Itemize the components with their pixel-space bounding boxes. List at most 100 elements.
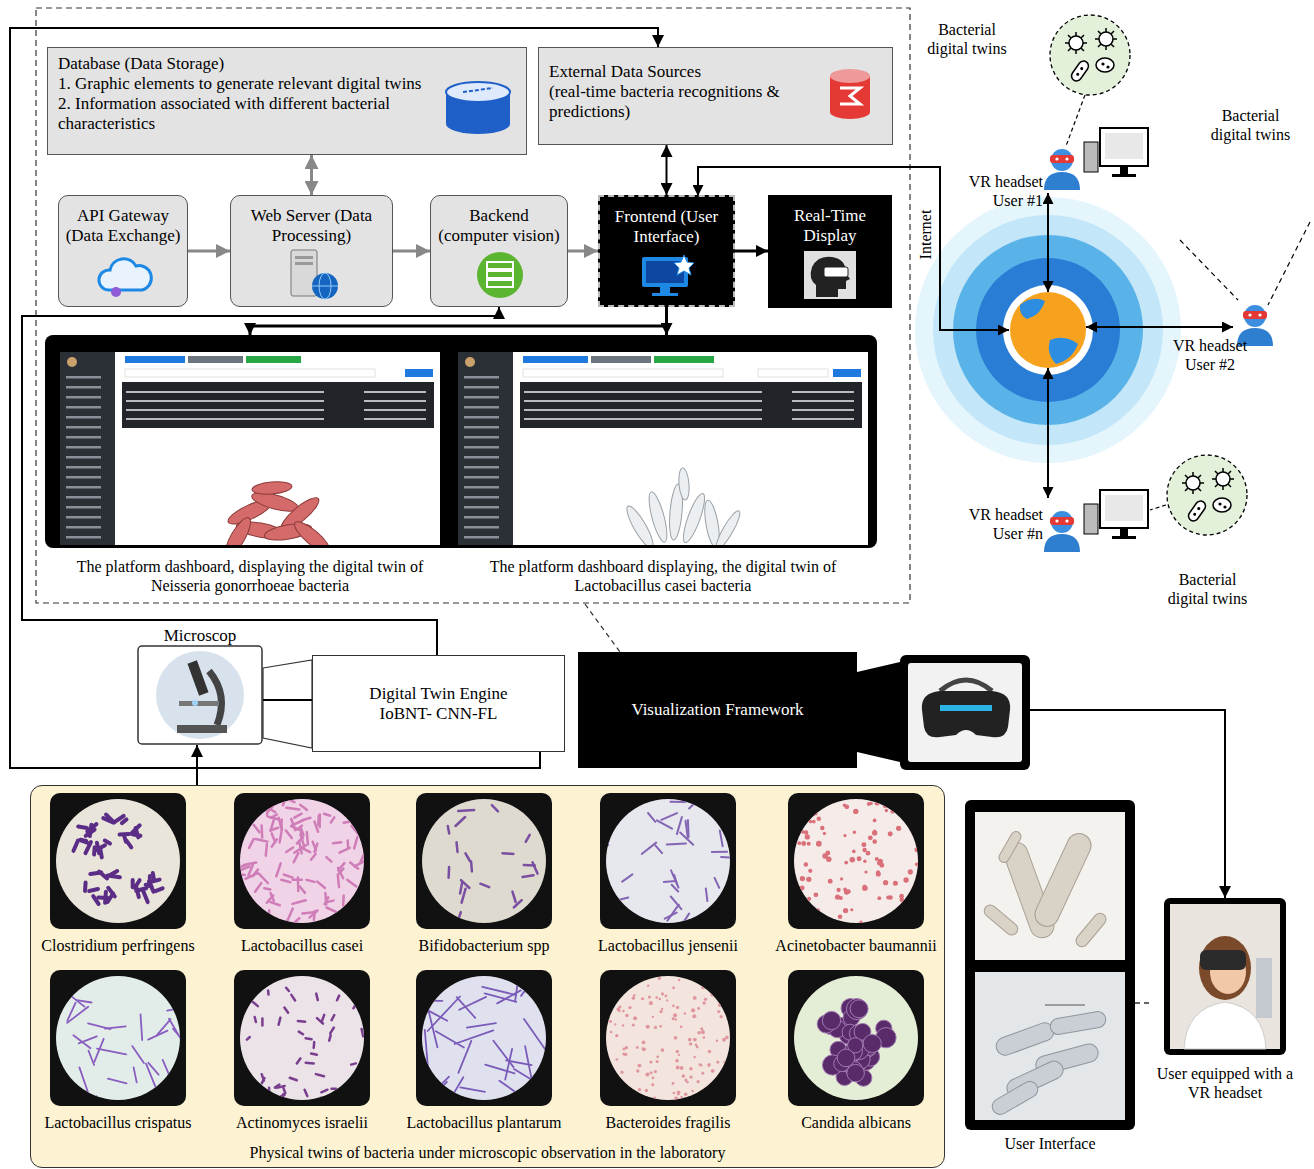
dashboard-screen-part xyxy=(60,374,115,545)
dashboard-screen-part xyxy=(520,382,862,428)
dashboard-screen-part xyxy=(623,468,744,545)
connector xyxy=(250,307,667,335)
micrograph-part xyxy=(701,1031,704,1034)
micrograph-part xyxy=(534,903,536,916)
micrograph-part xyxy=(173,1029,184,1042)
micrograph-part xyxy=(682,1074,686,1078)
micrograph-part xyxy=(794,976,918,1100)
micrograph-part xyxy=(622,1010,625,1013)
dashboard-screen-part xyxy=(524,385,854,425)
micrograph-part xyxy=(890,801,893,804)
dashboard-screen-part xyxy=(252,480,293,495)
micrograph-part xyxy=(356,908,363,914)
dashboard-screenshot: The platform dashboard displaying, the d… xyxy=(458,335,868,601)
micrograph-part xyxy=(325,897,329,904)
micrograph-part xyxy=(678,979,681,982)
micrograph-part xyxy=(237,887,245,898)
micrograph-part xyxy=(664,880,676,883)
micrograph-part xyxy=(620,1071,623,1074)
node-text: (real-time bacteria recognitions & predi… xyxy=(549,82,807,122)
micrograph-part xyxy=(347,880,356,887)
micrograph-part xyxy=(677,1093,679,1095)
micrograph-part xyxy=(863,859,866,862)
micrograph-part xyxy=(794,822,798,826)
dashboard-screen-part xyxy=(465,357,475,367)
micrograph-part xyxy=(456,817,466,826)
micrograph-part xyxy=(297,878,300,891)
micrograph-part xyxy=(284,1008,288,1013)
micrograph-part xyxy=(659,1025,662,1028)
micrograph-part xyxy=(515,970,521,1001)
display-box: Real-Time Display xyxy=(768,195,892,308)
api-gateway-box: API Gateway (Data Exchange) xyxy=(58,195,188,307)
microscope-picture-part xyxy=(138,646,262,744)
micrograph-part xyxy=(327,908,337,913)
micrograph-part xyxy=(850,857,856,863)
database-icon-part xyxy=(446,114,510,134)
vr-user-picture-part xyxy=(1170,904,1280,1049)
ui-screens-part xyxy=(1031,830,1095,931)
micrograph-part xyxy=(649,1001,653,1005)
dashboard-screen-part xyxy=(125,356,185,363)
micrograph-part xyxy=(697,1031,701,1035)
micrograph-part xyxy=(238,867,249,872)
microscope: Microscop xyxy=(137,626,263,745)
micrograph-part xyxy=(798,906,803,911)
micrograph-part xyxy=(901,909,905,913)
micrograph-part xyxy=(110,871,118,875)
node-text: The platform dashboard, displaying the d… xyxy=(70,557,430,595)
micrograph-part xyxy=(439,1077,463,1106)
micrograph-part xyxy=(521,970,543,996)
micrograph-part xyxy=(656,1060,659,1063)
micrograph-part xyxy=(675,1059,679,1063)
micrograph-part xyxy=(271,819,275,831)
micrograph-part xyxy=(625,1014,628,1017)
micrograph-part xyxy=(312,1042,315,1048)
network-rings-part xyxy=(1003,285,1093,375)
micrograph-part xyxy=(492,805,498,811)
micrograph-part xyxy=(332,1015,335,1020)
vr-user-picture-part xyxy=(1200,950,1246,970)
micrograph-part xyxy=(614,1023,616,1025)
annotation-label: VR headset User #2 xyxy=(1165,336,1255,374)
micrograph-part xyxy=(352,826,361,836)
micrograph-part xyxy=(800,876,805,881)
micrograph-part xyxy=(725,1036,729,1040)
micrograph-part xyxy=(122,819,127,823)
micrograph-part xyxy=(709,1085,712,1088)
micrograph-part xyxy=(862,848,866,852)
micrograph-part xyxy=(689,1042,692,1045)
ui-screens-part xyxy=(982,830,1109,950)
micrograph-part xyxy=(817,817,822,822)
micrograph-part xyxy=(618,1005,621,1008)
micrograph-part xyxy=(642,1047,646,1051)
vr-headset-art xyxy=(900,655,1030,770)
node-text: Backend (computer vision) xyxy=(435,206,563,246)
micrograph-part xyxy=(632,996,636,1000)
dashboard-screen-part xyxy=(221,514,255,545)
micrograph xyxy=(788,970,924,1106)
micrograph-part xyxy=(633,994,636,997)
micrograph-part xyxy=(268,1088,271,1093)
micrograph-part xyxy=(353,1002,357,1008)
micrograph-part xyxy=(725,1002,728,1005)
micrograph-part xyxy=(637,1064,641,1068)
annotation-label: Internet xyxy=(916,200,935,270)
micrograph-part xyxy=(436,1031,464,1047)
micrograph-part xyxy=(419,801,538,928)
micrograph-part xyxy=(719,1015,722,1018)
connector xyxy=(263,699,312,701)
micrograph-part xyxy=(422,799,546,923)
backend-icon xyxy=(475,250,525,300)
data-source-icon xyxy=(824,66,876,124)
micrograph-part xyxy=(793,797,920,925)
network-arrows-part xyxy=(1066,95,1085,146)
micrograph-part xyxy=(715,1085,719,1089)
micrograph-part xyxy=(78,827,87,828)
micrograph-part xyxy=(653,1097,656,1100)
cloud-icon xyxy=(94,254,154,300)
micrograph-part xyxy=(658,977,661,980)
connector xyxy=(196,745,198,785)
dashboard-screen-part xyxy=(291,517,334,545)
micrograph-part xyxy=(615,1034,618,1037)
